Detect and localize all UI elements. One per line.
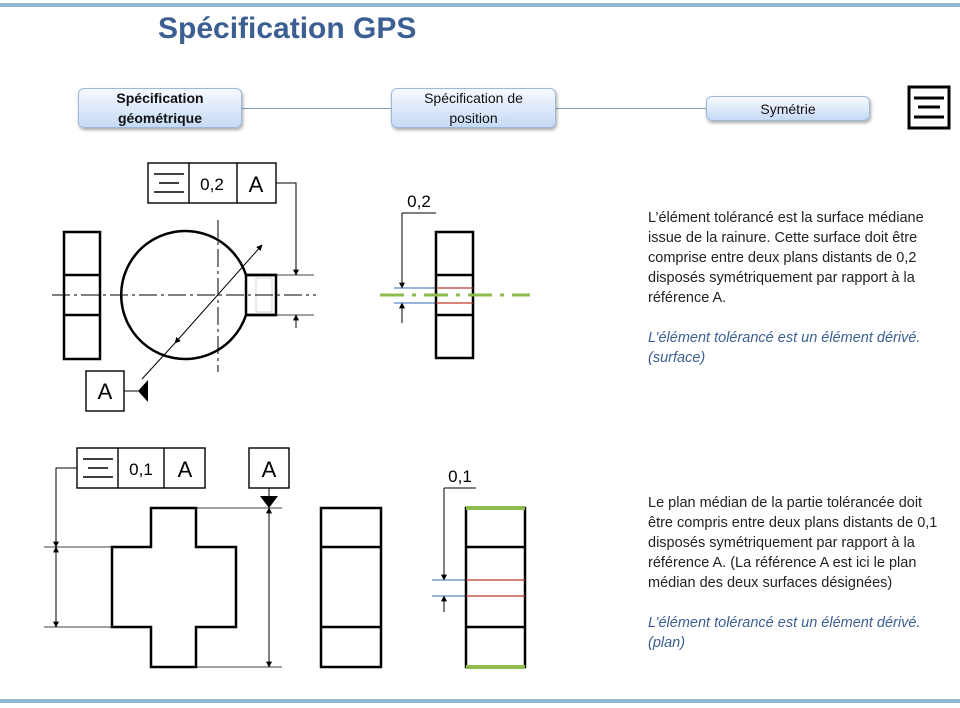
bottom-frame-datum: A (178, 457, 193, 482)
top-zone-label: 0,2 (407, 192, 431, 211)
top-datum-box: A (85, 370, 125, 412)
bottom-rule (0, 699, 960, 703)
bottom-feature-control-frame: 0,1 A (76, 447, 206, 489)
nav-step-geometric-spec[interactable]: Spécification géométrique (78, 88, 242, 128)
top-frame-value: 0,2 (200, 175, 224, 194)
top-rule (0, 3, 960, 7)
bottom-zone-view (464, 506, 527, 669)
symmetry-icon (83, 458, 113, 478)
bottom-cross-part (110, 506, 238, 669)
top-note: L’élément tolérancé est un élément dériv… (648, 330, 921, 366)
top-feature-control-frame: 0,2 A (147, 162, 277, 204)
nav-step-label: Symétrie (760, 100, 816, 117)
bottom-description-text: Le plan médian de la partie tolérancée d… (648, 495, 938, 591)
bottom-frame-value: 0,1 (129, 460, 153, 479)
symmetry-icon (154, 173, 184, 193)
nav-step-label: Spécification de position (424, 90, 523, 126)
bottom-note: L’élément tolérancé est un élément dériv… (648, 615, 921, 651)
nav-connector (242, 108, 392, 109)
bottom-datum-label: A (262, 457, 277, 482)
nav-step-label: Spécification géométrique (116, 90, 204, 126)
nav-connector (556, 108, 706, 109)
bottom-description: Le plan médian de la partie tolérancée d… (648, 493, 948, 653)
symmetry-icon (907, 85, 951, 130)
bottom-zone-label: 0,1 (448, 467, 472, 486)
page-title: Spécification GPS (158, 12, 417, 45)
top-description-text: L’élément tolérancé est la surface média… (648, 210, 924, 306)
top-frame-datum: A (249, 172, 264, 197)
top-datum-label: A (98, 379, 113, 404)
top-description: L’élément tolérancé est la surface média… (648, 208, 946, 368)
nav-step-position-spec[interactable]: Spécification de position (391, 88, 556, 128)
nav-step-symmetry[interactable]: Symétrie (706, 96, 870, 121)
bottom-datum-box: A (248, 447, 290, 489)
bottom-side-view (319, 506, 383, 669)
